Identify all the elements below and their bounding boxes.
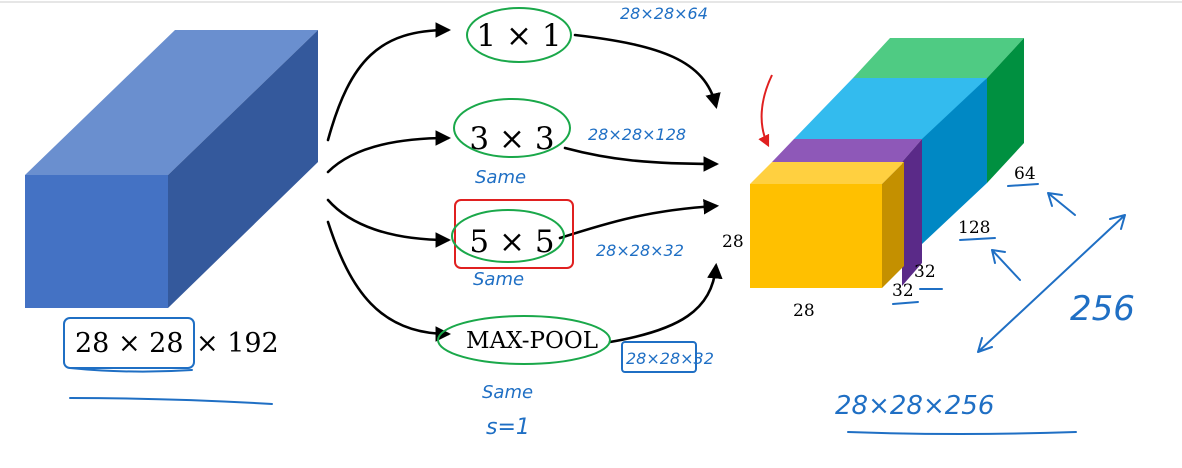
purple-block-side (902, 139, 922, 286)
depth-span-arrow (977, 214, 1126, 353)
pointer-arrow-64 (1047, 192, 1076, 216)
branch-5x5-padding-note: Same (473, 269, 524, 290)
input-volume (25, 30, 318, 308)
branch-1x1-label: 1 × 1 (476, 18, 561, 54)
depth-underline-green (1007, 183, 1039, 187)
branch-5x5-label: 5 × 5 (469, 224, 554, 260)
branch-3x3-label: 3 × 3 (469, 121, 554, 157)
branch-maxpool-note-box (621, 341, 697, 373)
branch-3x3: 3 × 3 28×28×128 Same (453, 98, 686, 188)
branch-maxpool-output-note: 28×28×32 (626, 349, 714, 368)
output-annotations: 256 28×28×256 (758, 74, 1135, 435)
yellow-block-side (882, 162, 904, 288)
red-pointer-arrow (758, 74, 773, 148)
branch-maxpool-label: MAX-POOL (466, 328, 598, 354)
arrow-to-maxpool (326, 220, 452, 342)
branch-3x3-padding-note: Same (475, 167, 526, 188)
arrow-to-5x5 (326, 198, 452, 248)
input-front-face (25, 175, 168, 308)
input-dims-label: 28 × 28 (75, 328, 184, 359)
output-volume (750, 38, 1024, 288)
fan-in-arrows (558, 33, 723, 344)
result-dims-note: 28×28×256 (835, 391, 994, 421)
branch-3x3-output-note: 28×28×128 (588, 125, 686, 144)
depth-label-yellow: 32 (892, 281, 914, 301)
branch-3x3-circle (453, 98, 571, 158)
arrow-to-3x3 (326, 130, 452, 174)
depth-underline-yellow (892, 301, 919, 305)
yellow-block-front (750, 184, 882, 288)
depth-label-cyan: 128 (958, 218, 990, 238)
purple-block-top (772, 139, 922, 162)
branch-maxpool: MAX-POOL 28×28×32 Same s=1 (437, 315, 714, 440)
arrow-from-1x1 (573, 33, 721, 110)
branch-maxpool-circle (437, 315, 611, 365)
branch-maxpool-padding-note: Same (482, 382, 533, 403)
branch-5x5-highlight-box (454, 199, 574, 269)
branch-5x5: 5 × 5 28×28×32 Same (451, 199, 684, 290)
input-side-face (168, 30, 318, 308)
arrow-from-3x3 (563, 146, 720, 172)
total-depth-note: 256 (1070, 289, 1135, 329)
branch-1x1-circle (466, 7, 572, 63)
output-height-label: 28 (722, 232, 744, 252)
pointer-arrow-128 (991, 249, 1021, 281)
branch-5x5-circle (451, 209, 565, 263)
arrow-from-5x5 (558, 198, 720, 240)
depth-label-green: 64 (1014, 164, 1036, 184)
branch-1x1: 1 × 1 28×28×64 (466, 4, 708, 63)
input-underline (69, 397, 273, 405)
arrow-from-maxpool (608, 262, 723, 344)
input-box-underline (69, 367, 193, 373)
fan-out-arrows (326, 22, 452, 342)
depth-underline-cyan (959, 237, 996, 241)
input-channels-label: × 192 (196, 328, 279, 359)
branch-5x5-output-note: 28×28×32 (596, 241, 684, 260)
input-top-face (25, 30, 318, 175)
depth-label-purple: 32 (914, 262, 936, 282)
arrow-to-1x1 (326, 22, 452, 142)
input-dims-highlight-box (63, 317, 195, 369)
yellow-block-top (750, 162, 904, 184)
green-block-side (987, 38, 1024, 183)
output-width-label: 28 (793, 301, 815, 321)
green-block-top (853, 38, 1024, 78)
result-underline (847, 431, 1077, 435)
branch-1x1-output-note: 28×28×64 (620, 4, 708, 23)
branch-maxpool-stride-note: s=1 (486, 415, 530, 440)
cyan-block-side (922, 78, 987, 244)
